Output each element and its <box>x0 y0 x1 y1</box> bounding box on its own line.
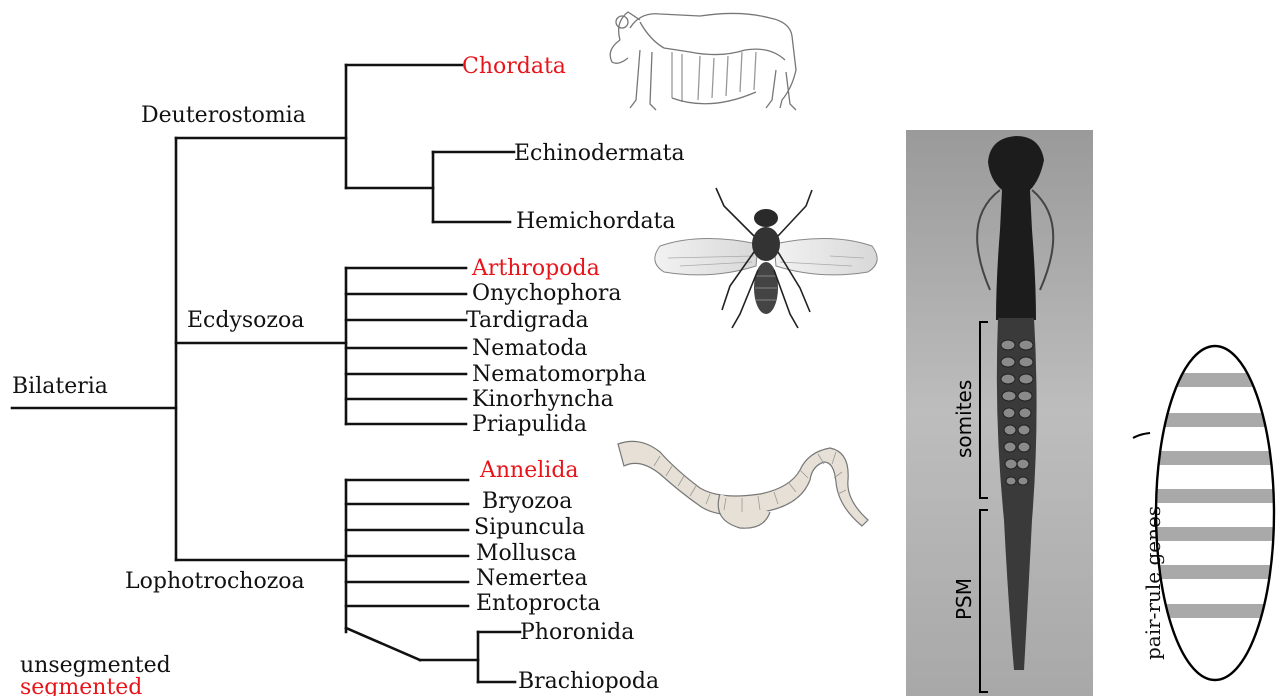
label-psm: PSM <box>952 578 976 620</box>
label-ecdysozoa: Ecdysozoa <box>187 308 304 333</box>
embryo-oval-outline <box>1156 346 1274 680</box>
label-lophotrochozoa: Lophotrochozoa <box>125 569 305 594</box>
label-deuterostomia: Deuterostomia <box>141 103 306 128</box>
label-bilateria: Bilateria <box>12 374 108 399</box>
taxon-mollusca: Mollusca <box>476 541 577 566</box>
taxon-phoronida: Phoronida <box>520 620 634 645</box>
taxon-chordata: Chordata <box>462 54 566 79</box>
taxon-entoprocta: Entoprocta <box>476 591 600 616</box>
taxon-hemichordata: Hemichordata <box>516 209 676 234</box>
taxon-sipuncula: Sipuncula <box>474 515 585 540</box>
taxon-priapulida: Priapulida <box>472 412 587 437</box>
worm-illustration <box>618 441 868 528</box>
fly-illustration <box>655 188 877 328</box>
embryo-micrograph: somites PSM <box>906 130 1093 696</box>
pair-rule-diagram: pair-rule genes <box>1133 346 1277 680</box>
taxon-kinorhyncha: Kinorhyncha <box>472 387 614 412</box>
pair-rule-accent <box>1133 433 1150 438</box>
taxon-brachiopoda: Brachiopoda <box>518 669 659 694</box>
legend-segmented: segmented <box>20 675 142 696</box>
branch-brachiozoa <box>346 628 420 660</box>
taxon-nemertea: Nemertea <box>476 566 588 591</box>
taxon-nematoda: Nematoda <box>472 336 588 361</box>
taxon-annelida: Annelida <box>479 458 579 483</box>
label-somites: somites <box>952 380 976 458</box>
cow-skeleton-illustration <box>610 12 796 110</box>
taxon-echinodermata: Echinodermata <box>514 141 685 166</box>
taxon-bryozoa: Bryozoa <box>482 489 572 514</box>
taxon-arthropoda: Arthropoda <box>471 256 600 281</box>
taxon-nematomorpha: Nematomorpha <box>472 362 646 387</box>
taxon-tardigrada: Tardigrada <box>466 308 589 333</box>
taxon-onychophora: Onychophora <box>472 281 622 306</box>
